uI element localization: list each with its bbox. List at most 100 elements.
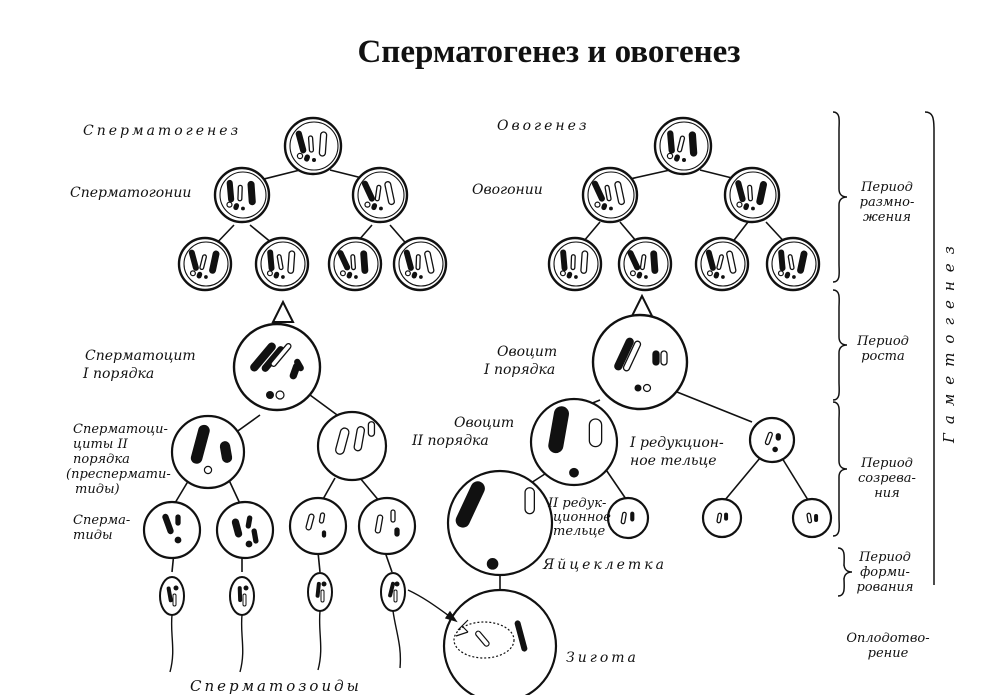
page-title: Сперматогенез и овогенез <box>357 34 741 70</box>
chromosome <box>226 179 235 203</box>
chromosome <box>374 184 382 202</box>
label-oocyte2-b: II порядка <box>412 433 489 449</box>
cell-membrane <box>748 416 796 464</box>
chromosome <box>792 275 796 279</box>
chromosome <box>644 275 648 279</box>
cell-spermatocyte-1 <box>232 322 322 412</box>
label-spermatocyte2-c: порядка <box>73 452 130 467</box>
polar-body-2 <box>606 496 650 540</box>
cell-inner-ring <box>623 241 669 287</box>
chromosome <box>609 206 613 211</box>
fertilization-arrowhead <box>444 610 458 623</box>
chromosome <box>318 512 326 524</box>
chromosome <box>705 249 716 271</box>
chromosome <box>706 270 713 277</box>
chromosome <box>361 180 375 202</box>
chromosome <box>384 181 395 206</box>
chromosome <box>242 593 247 607</box>
label-oocyte1-b: I порядка <box>484 362 556 378</box>
cell-spermatogonium <box>254 236 310 292</box>
cell-inner-ring <box>700 241 746 287</box>
label-period-maturation-b: созрева- <box>858 471 916 486</box>
label-spermatocyte2-b: циты II <box>73 437 128 452</box>
chromosome <box>713 271 720 279</box>
cell-spermatocyte-2 <box>316 410 388 482</box>
label-fertilization-a: Оплодотво- <box>846 631 930 646</box>
chromosome <box>394 581 400 587</box>
chromosome <box>266 270 273 277</box>
cell-spermatogonium <box>177 236 233 292</box>
chromosome <box>233 203 240 211</box>
chromosome <box>199 254 207 271</box>
chromosome <box>627 250 641 271</box>
label-period-growth-b: роста <box>861 349 905 364</box>
chromosome <box>674 154 680 162</box>
cell-inner-ring <box>183 241 229 287</box>
cell-membrane <box>215 500 275 560</box>
chromosome <box>560 249 568 272</box>
connector-line <box>384 551 393 573</box>
chromosome <box>307 135 315 153</box>
chromosome <box>245 515 253 529</box>
chromosome <box>486 558 499 570</box>
label-spermatocyte2-e: тиды) <box>75 482 120 497</box>
cell-membrane <box>170 414 246 490</box>
label-period-reproduction-c: жения <box>862 210 911 225</box>
chromosome <box>175 514 181 526</box>
cell-spermatogonium <box>351 166 409 224</box>
chromosome <box>312 158 316 162</box>
chromosome <box>251 528 259 544</box>
chromosome <box>172 593 177 607</box>
chromosome <box>237 184 243 202</box>
chromosome <box>209 250 220 274</box>
chromosome <box>716 512 723 524</box>
chromosome <box>756 181 767 206</box>
chromosome <box>721 275 725 279</box>
chromosome <box>724 512 729 521</box>
connector-line <box>671 389 753 423</box>
cell-oogonium <box>547 236 603 292</box>
cell-spermatid <box>215 500 275 560</box>
chromosome <box>321 530 327 538</box>
polar-body-1 <box>748 416 796 464</box>
label-spermatogonia: Сперматогонии <box>70 185 192 201</box>
sperm-tails <box>169 589 458 673</box>
cell-inner-ring <box>333 241 379 287</box>
cell-inner-ring <box>659 121 709 171</box>
chromosome <box>764 431 773 446</box>
cell-inner-ring <box>587 171 635 219</box>
label-period-formation-c: рования <box>856 580 914 595</box>
cell-inner-ring <box>771 241 817 287</box>
chromosome <box>295 130 307 154</box>
chromosome <box>524 487 536 515</box>
chromosome <box>630 511 635 522</box>
cell-membrane <box>701 497 743 539</box>
cell-oogonium <box>581 166 639 224</box>
braces <box>832 111 935 597</box>
cell-membrane <box>357 496 417 556</box>
label-polar1-a: I редукцион- <box>630 435 724 451</box>
chromosome <box>318 131 328 157</box>
chromosome <box>360 250 369 274</box>
brace-growth <box>832 289 848 401</box>
cell-oogonium <box>765 236 821 292</box>
chromosome <box>735 180 746 203</box>
cell-membrane <box>316 410 388 482</box>
brace-formation <box>837 547 853 597</box>
chromosome <box>296 152 304 160</box>
chromosome <box>173 585 179 591</box>
chromosome <box>424 250 435 274</box>
cell-membrane <box>791 497 833 539</box>
chromosome <box>548 406 570 454</box>
label-spermatids-a: Сперма- <box>73 513 131 528</box>
chromosome <box>814 513 819 523</box>
chromosome <box>411 271 418 279</box>
label-spermatocyte1-a: Сперматоцит <box>85 348 196 364</box>
chromosome <box>806 512 813 524</box>
label-period-growth-a: Период <box>857 334 909 349</box>
chromosome <box>594 201 601 208</box>
chromosome <box>666 152 674 160</box>
polar-body <box>791 497 833 539</box>
cell-spermatid <box>288 496 348 556</box>
